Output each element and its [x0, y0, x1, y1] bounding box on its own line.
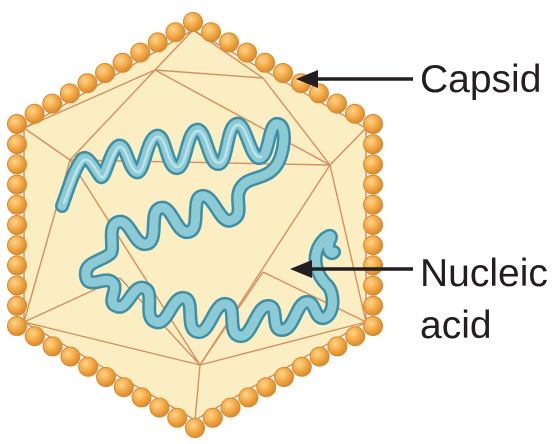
capsomere-bead	[42, 93, 63, 114]
capsomere-bead	[363, 154, 383, 175]
nucleic-acid-pointer-arrowhead	[290, 260, 312, 278]
capsomere-bead	[363, 114, 383, 134]
capsomere-bead	[237, 42, 257, 63]
capsomere-bead	[363, 235, 383, 256]
capsomere-bead	[309, 346, 330, 367]
capsomere-bead	[77, 73, 98, 94]
capsomere-bead	[238, 387, 259, 408]
capsomere-bead	[24, 103, 45, 124]
capsomere-bead	[363, 194, 383, 215]
capsomere-bead	[345, 326, 366, 347]
capsomere-bead	[113, 377, 134, 398]
capsomere-bead	[24, 326, 45, 347]
capsomere-bead	[363, 275, 383, 296]
capsomere-bead	[130, 42, 151, 63]
capsomere-bead	[274, 367, 294, 387]
capsomere-bead	[131, 387, 152, 408]
nucleic-acid-label-line2: acid	[420, 304, 492, 347]
capsomere-bead	[112, 52, 133, 73]
capsomere-bead	[256, 377, 277, 398]
capsomere-bead	[363, 215, 383, 235]
capsomere-bead	[7, 255, 27, 276]
capsomere-bead	[96, 367, 116, 387]
capsomere-bead	[255, 52, 275, 73]
capsomere-bead	[7, 174, 27, 195]
capsomere-bead	[7, 215, 27, 235]
capsomere-bead	[149, 397, 170, 418]
capsomere-bead	[202, 407, 223, 428]
capsomere-bead	[363, 255, 383, 276]
capsomere-bead	[7, 316, 27, 336]
capsomere-bead	[273, 63, 293, 83]
capsomere-bead	[183, 12, 203, 32]
capsid-label: Capsid	[420, 58, 542, 101]
capsomere-bead	[7, 275, 27, 296]
capsid-pointer-arrowhead	[296, 70, 318, 88]
capsid-pointer	[296, 70, 413, 88]
capsomere-bead	[363, 316, 383, 336]
capsomere-bead	[59, 83, 80, 104]
capsomere-bead	[7, 235, 27, 256]
capsomere-bead	[165, 22, 186, 43]
capsomere-bead	[7, 134, 27, 155]
capsomere-bead	[201, 22, 221, 43]
capsomere-bead	[167, 407, 188, 428]
capsomere-bead	[345, 103, 365, 124]
capsomere-bead	[327, 93, 347, 114]
nucleic-acid-label-line1: Nucleic	[420, 252, 548, 295]
capsomere-beads	[7, 12, 383, 438]
nucleic-acid-pointer	[290, 260, 413, 278]
capsomere-bead	[147, 32, 168, 53]
capsomere-bead	[291, 356, 312, 377]
capsomere-bead	[7, 154, 27, 175]
nucleic-acid-ribbon	[55, 117, 341, 343]
capsomere-bead	[42, 336, 63, 357]
capsomere-bead	[7, 295, 27, 316]
capsomere-bead	[7, 194, 27, 215]
capsomere-bead	[309, 83, 329, 104]
capsomere-bead	[185, 418, 205, 438]
capsomere-bead	[363, 295, 383, 316]
capsomere-bead	[327, 336, 348, 357]
capsomere-bead	[95, 63, 115, 83]
capsomere-bead	[60, 346, 81, 367]
capsomere-bead	[78, 356, 99, 377]
capsomere-bead	[363, 134, 383, 155]
capsomere-bead	[220, 397, 241, 418]
capsomere-bead	[7, 114, 27, 134]
capsomere-bead	[363, 174, 383, 195]
capsomere-bead	[219, 32, 239, 53]
